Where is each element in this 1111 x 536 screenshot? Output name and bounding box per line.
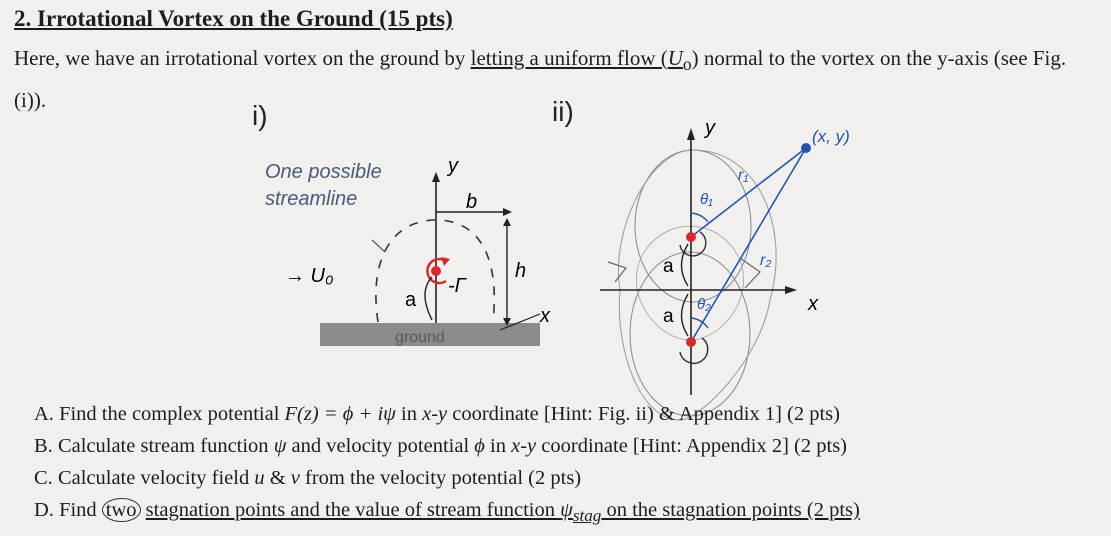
sketch-arrow-left (607, 261, 627, 283)
vortex-upper-rotation (679, 231, 707, 257)
vortex-circulation-arrow (426, 257, 447, 285)
sketch-loop-inner (635, 225, 745, 341)
r1-label: r₁ (738, 167, 748, 184)
complex-potential-formula: F(z) = ϕ + iψ (284, 403, 396, 425)
fig-ii-y-arrowhead (687, 128, 695, 140)
intro-text-1: Here, we have an irrotational vortex on … (14, 46, 471, 70)
problem-intro: Here, we have an irrotational vortex on … (14, 40, 1099, 118)
a-label: a (405, 289, 417, 311)
a-lower-label: a (663, 306, 674, 327)
fig-i-x-label: x (539, 305, 551, 327)
question-d: D. Find two stagnation points and the va… (34, 498, 860, 526)
question-b-letter: B. (34, 435, 53, 457)
sketch-arrow-right (739, 257, 761, 289)
question-d-letter: D. (34, 499, 54, 521)
question-a-letter: A. (34, 403, 54, 425)
vortex-lower (686, 337, 696, 347)
intro-highlight: letting a uniform flow (Uo (470, 46, 692, 75)
fig-i-y-label: y (446, 155, 459, 177)
fig-ii-y-label: y (703, 117, 716, 139)
streamline-label-line1: One possible (265, 161, 382, 183)
u0-label: → U₀ (285, 265, 333, 287)
question-list: A. Find the complex potential F(z) = ϕ +… (34, 398, 1094, 532)
theta2-arc (690, 317, 709, 329)
a-lower-bracket (680, 293, 689, 337)
r1-line (690, 147, 807, 238)
point-xy (801, 143, 811, 153)
question-c-letter: C. (34, 467, 53, 489)
intro-var-sub: o (682, 54, 692, 75)
question-b: B. Calculate stream function ψ and veloc… (34, 435, 848, 457)
h-label: h (515, 260, 526, 282)
theta1-label: θ₁ (700, 191, 713, 208)
figure-i-label: i) (252, 100, 268, 131)
intro-text-2: ) normal to the vortex on the y-axis (se… (14, 46, 1067, 113)
underlined-phrase: stagnation points and the value of strea… (145, 499, 561, 521)
b-arrowhead (503, 208, 512, 216)
vortex-lower-rotation (679, 337, 709, 364)
r2-line (690, 147, 807, 343)
intro-var-u: U (667, 46, 683, 70)
question-c: C. Calculate velocity field u & v from t… (34, 467, 582, 489)
streamline-curve (375, 219, 496, 323)
fig-i-x-axis (499, 313, 541, 331)
fig-ii-x-label: x (807, 293, 819, 315)
question-a: A. Find the complex potential F(z) = ϕ +… (34, 403, 840, 425)
b-label: b (466, 191, 477, 213)
problem-title: 2. Irrotational Vortex on the Ground (15… (14, 6, 453, 31)
a-upper-label: a (663, 256, 674, 277)
ground-label: ground (395, 329, 445, 346)
ground-bar (320, 323, 540, 346)
a-upper-bracket (680, 243, 689, 287)
figure-ii-label: ii) (552, 96, 574, 127)
fig-ii-x-arrowhead (785, 286, 797, 294)
theta2-label: θ₂ (697, 296, 711, 313)
a-bracket (424, 276, 433, 321)
sketch-loop-lower (629, 251, 751, 417)
fig-i-y-arrowhead (432, 172, 440, 182)
vortex-upper (686, 232, 696, 242)
circled-word: two (101, 498, 141, 522)
sketch-loop-outer (618, 149, 777, 421)
h-arrowhead-bottom (503, 318, 511, 326)
vortex-arrowhead (441, 257, 450, 266)
h-arrowhead-top (503, 218, 511, 226)
point-xy-label: (x, y) (812, 127, 850, 146)
gamma-label: -Γ (448, 275, 468, 297)
streamline-pointer (371, 239, 386, 253)
r2-label: r₂ (760, 252, 771, 269)
streamline-label-line2: streamline (265, 188, 357, 210)
theta1-arc (690, 212, 709, 223)
vortex-point (431, 266, 441, 276)
